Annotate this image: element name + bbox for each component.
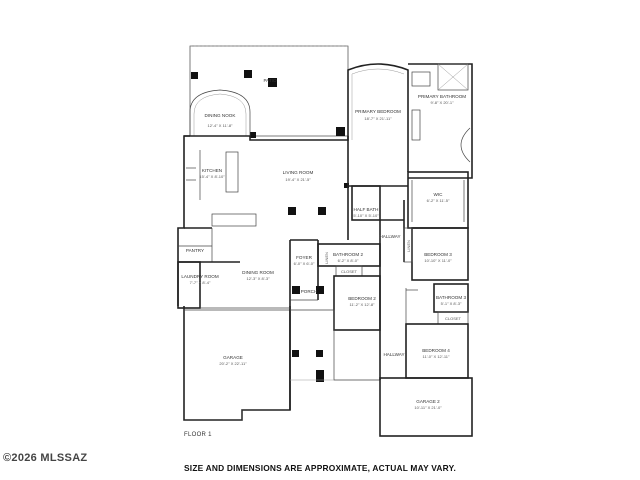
dining-nook-area <box>189 89 251 136</box>
foyer-dims: 6'-0" X 6'-0" <box>294 261 315 266</box>
foyer-label: FOYER <box>296 255 313 260</box>
half-bath-label: HALF BATH <box>354 207 379 212</box>
dining-room-dims: 12'-3" X 8'-3" <box>246 276 270 281</box>
hallway-bottom-label: HALLWAY <box>383 352 404 357</box>
dining-nook-label: DINING NOOK <box>205 113 237 118</box>
living-room-dims: 19'-4" X 21'-5" <box>285 177 311 182</box>
garage-label: GARAGE <box>223 355 243 360</box>
primary-bathroom-dims: 9'-8" X 20'-1" <box>430 100 454 105</box>
living-columns <box>288 183 349 215</box>
closet-a-label: CLOSET <box>341 269 358 274</box>
linen-mid-label: LINEN <box>324 252 329 264</box>
bedroom-2-label: BEDROOM 2 <box>348 296 376 301</box>
primary-bedroom-dims: 18'-7" X 21'-11" <box>364 116 392 121</box>
garage-dims: 20'-2" X 22'-11" <box>219 361 247 366</box>
closet-b-label: CLOSET <box>445 316 462 321</box>
bathroom-3-dims: 5'-1" X 8'-3" <box>441 301 462 306</box>
laundry-room-label: LAUNDRY ROOM <box>181 274 219 279</box>
pantry-label: PANTRY <box>186 248 204 253</box>
garage-2-label: GARAGE 2 <box>416 399 440 404</box>
wic-label: WIC <box>434 192 444 197</box>
exterior-walls <box>177 135 349 421</box>
living-room-label: LIVING ROOM <box>283 170 314 175</box>
kitchen-dims: 15'-4" X 8'-10" <box>199 174 225 179</box>
floor-label: FLOOR 1 <box>184 432 212 438</box>
bedroom-2-dims: 11'-2" X 12'-8" <box>350 302 376 307</box>
bathroom-2-label: BATHROOM 2 <box>333 252 363 257</box>
laundry-room-dims: 7'-7" X 8'-4" <box>190 280 211 285</box>
wic-dims: 6'-2" X 11'-5" <box>427 198 450 203</box>
linen-top-label: LINEN <box>406 240 411 252</box>
kitchen-label: KITCHEN <box>202 168 222 173</box>
primary-suite-walls <box>347 63 473 229</box>
east-wing-walls <box>379 227 473 437</box>
bedroom-3-dims: 10'-10" X 11'-0" <box>424 258 452 263</box>
porch-label: PORCH <box>301 289 318 294</box>
garage-2-dims: 10'-11" X 21'-0" <box>414 405 442 410</box>
hallway-top-label: HALLWAY <box>379 234 400 239</box>
central-walls <box>290 140 405 382</box>
room-labels: PATIO DINING NOOK 12'-4" X 11'-8" PRIMAR… <box>181 78 466 410</box>
dining-nook-dims: 12'-4" X 11'-8" <box>208 123 234 128</box>
patio-label: PATIO <box>263 78 277 83</box>
bathroom-2-dims: 6'-2" X 8'-0" <box>338 258 359 263</box>
half-bath-dims: 5'-10" X 5'-10" <box>353 213 379 218</box>
bedroom-4-dims: 11'-0" X 12'-11" <box>423 354 450 359</box>
dining-room-label: DINING ROOM <box>242 270 274 275</box>
disclaimer-text: SIZE AND DIMENSIONS ARE APPROXIMATE, ACT… <box>184 463 456 473</box>
copyright-watermark: ©2026 MLSSAZ <box>3 452 88 464</box>
primary-bedroom-label: PRIMARY BEDROOM <box>355 109 401 114</box>
bathroom-3-label: BATHROOM 3 <box>436 295 466 300</box>
bedroom-4-label: BEDROOM 4 <box>422 348 450 353</box>
bedroom-3-label: BEDROOM 3 <box>424 252 452 257</box>
primary-bathroom-label: PRIMARY BATHROOM <box>418 94 466 99</box>
